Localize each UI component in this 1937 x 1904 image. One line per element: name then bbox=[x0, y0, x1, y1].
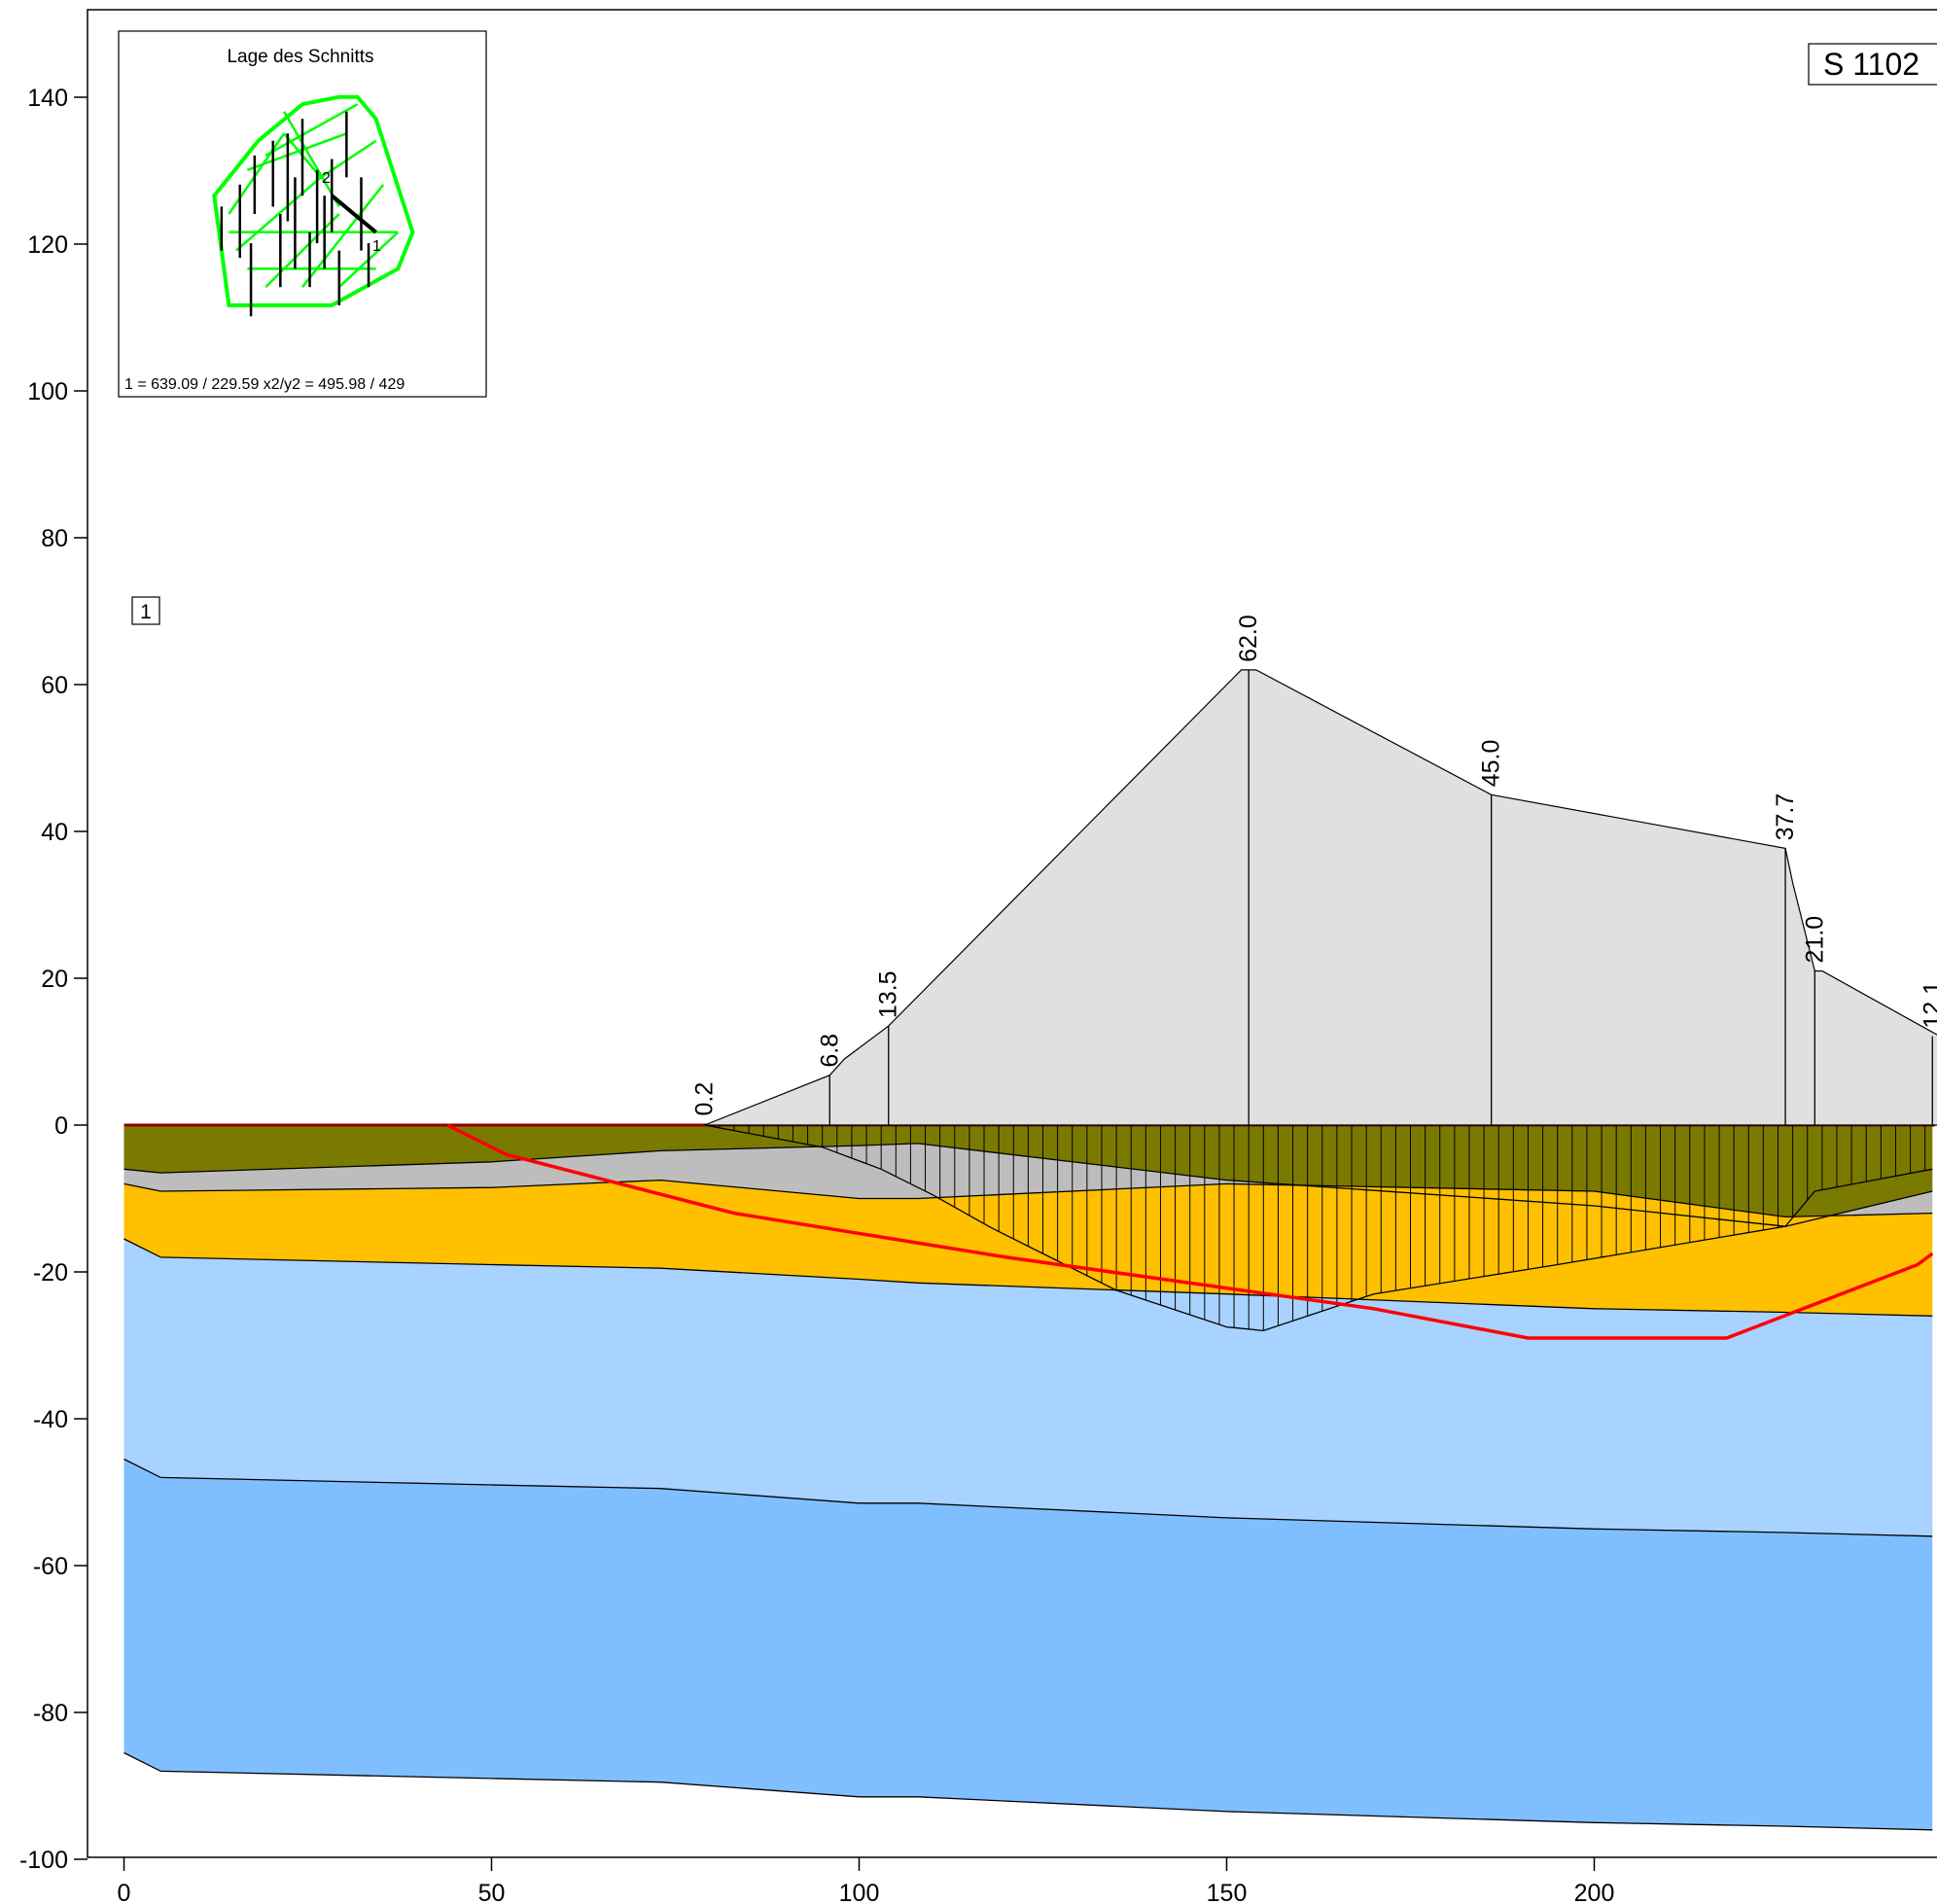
marker-box: 1 bbox=[131, 596, 160, 625]
excavation-hatch bbox=[704, 1124, 1933, 1332]
inset-cut-line bbox=[330, 194, 377, 234]
y-tick-label: -20 bbox=[33, 1259, 68, 1287]
plot-frame bbox=[87, 9, 1937, 1858]
y-tick-label: 120 bbox=[27, 231, 68, 259]
inset-network-line bbox=[228, 132, 286, 215]
elevation-label: 21.0 bbox=[1801, 916, 1828, 964]
inset-point-2: 2 bbox=[322, 170, 331, 187]
inset-point-1: 1 bbox=[372, 238, 381, 255]
elevation-label: 13.5 bbox=[875, 970, 902, 1018]
elevation-label: 0.2 bbox=[691, 1082, 719, 1116]
red-line-path bbox=[446, 1123, 1934, 1340]
elevation-label: 6.8 bbox=[816, 1034, 843, 1068]
x-tick-label: 200 bbox=[1574, 1880, 1615, 1904]
y-tick-label: 140 bbox=[27, 85, 68, 112]
layer-light-blue bbox=[123, 1239, 1933, 1536]
inset-network-line bbox=[283, 111, 340, 208]
inset-network-line bbox=[301, 184, 385, 288]
inset-network-line bbox=[264, 103, 359, 157]
x-tick-label: 150 bbox=[1207, 1880, 1248, 1904]
inset-frame bbox=[118, 30, 487, 398]
marker-label: 1 bbox=[140, 601, 152, 623]
y-tick-label: 0 bbox=[54, 1112, 68, 1140]
embankment bbox=[704, 669, 1937, 1126]
inset-title: Lage des Schnitts bbox=[227, 47, 373, 67]
elevation-label: 62.0 bbox=[1235, 615, 1262, 662]
layer-top bbox=[123, 1125, 1933, 1227]
elevation-label: 45.0 bbox=[1478, 740, 1505, 788]
layer-yellow bbox=[123, 1180, 1933, 1317]
elevation-label: 12.1 bbox=[1919, 981, 1937, 1029]
inset-network-line bbox=[235, 176, 322, 252]
y-tick-label: -80 bbox=[33, 1700, 68, 1727]
y-tick-label: 20 bbox=[41, 966, 68, 993]
layer-blue bbox=[123, 1459, 1933, 1830]
y-tick-label: -40 bbox=[33, 1406, 68, 1433]
inset-coords: 1 = 639.09 / 229.59 x2/y2 = 495.98 / 429 bbox=[124, 376, 405, 393]
x-tick-label: 100 bbox=[839, 1880, 880, 1904]
inset-network bbox=[212, 94, 415, 317]
inset-map: Lage des Schnitts 2 1 1 = 639.09 / 229.5… bbox=[118, 30, 487, 398]
x-tick-label: 0 bbox=[118, 1880, 131, 1904]
inset-network-line bbox=[246, 132, 347, 172]
boundary-yellow-layer-bottom bbox=[123, 1238, 1933, 1317]
section-id-box: S 1102 bbox=[1808, 43, 1937, 86]
boundary-blue-layer-bottom bbox=[123, 1751, 1933, 1831]
y-tick-label: -100 bbox=[19, 1847, 68, 1874]
x-tick-label: 50 bbox=[478, 1880, 506, 1904]
y-tick-label: 60 bbox=[41, 672, 68, 699]
soil-layers bbox=[123, 1123, 1935, 1831]
y-tick-label: -60 bbox=[33, 1553, 68, 1580]
elevation-label: 37.7 bbox=[1772, 793, 1799, 841]
inset-network-line bbox=[320, 139, 377, 179]
y-tick-label: 100 bbox=[27, 378, 68, 405]
section-id: S 1102 bbox=[1823, 47, 1919, 82]
y-tick-label: 80 bbox=[41, 525, 68, 552]
inset-network-line bbox=[264, 213, 340, 289]
elevation-labels: 0.2 6.8 13.5 62.0 45.0 37.7 21.0 12.1 bbox=[691, 615, 1937, 1125]
boundary-light-blue-layer-bottom bbox=[123, 1458, 1933, 1537]
y-tick-label: 40 bbox=[41, 819, 68, 846]
embankment-body bbox=[704, 669, 1937, 1126]
red-line bbox=[446, 1123, 1934, 1340]
